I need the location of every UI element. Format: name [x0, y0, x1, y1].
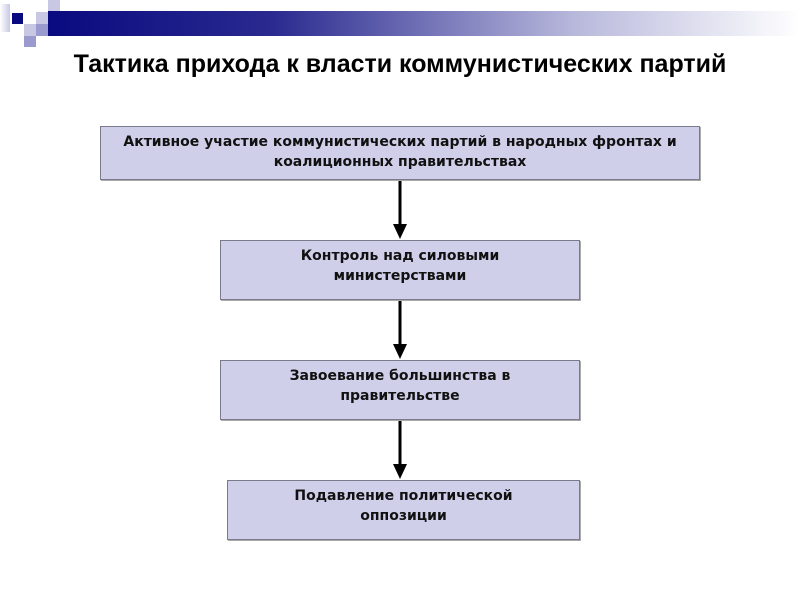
step-box-2: Контроль над силовыми министерствами	[220, 240, 580, 300]
decor-square	[48, 0, 60, 12]
arrow	[393, 300, 407, 359]
step-text: Подавление политической оппозиции	[294, 488, 513, 524]
step-text: Завоевание большинства в правительстве	[289, 368, 511, 404]
decor-square	[36, 12, 48, 24]
step-box-1: Активное участие коммунистических партий…	[100, 126, 700, 180]
step-text: Контроль над силовыми министерствами	[300, 248, 500, 284]
step-box-4: Подавление политической оппозиции	[227, 480, 580, 540]
decor-square	[24, 36, 36, 47]
slide-title: Тактика прихода к власти коммунистически…	[73, 50, 727, 78]
arrow	[393, 180, 407, 239]
decor-square	[0, 4, 10, 32]
step-box-3: Завоевание большинства в правительстве	[220, 360, 580, 420]
header-bar	[48, 11, 800, 36]
step-text: Активное участие коммунистических партий…	[123, 134, 677, 170]
decor-square	[24, 24, 36, 36]
decor-square	[12, 13, 23, 24]
arrow	[393, 420, 407, 479]
decor-square	[36, 24, 48, 36]
